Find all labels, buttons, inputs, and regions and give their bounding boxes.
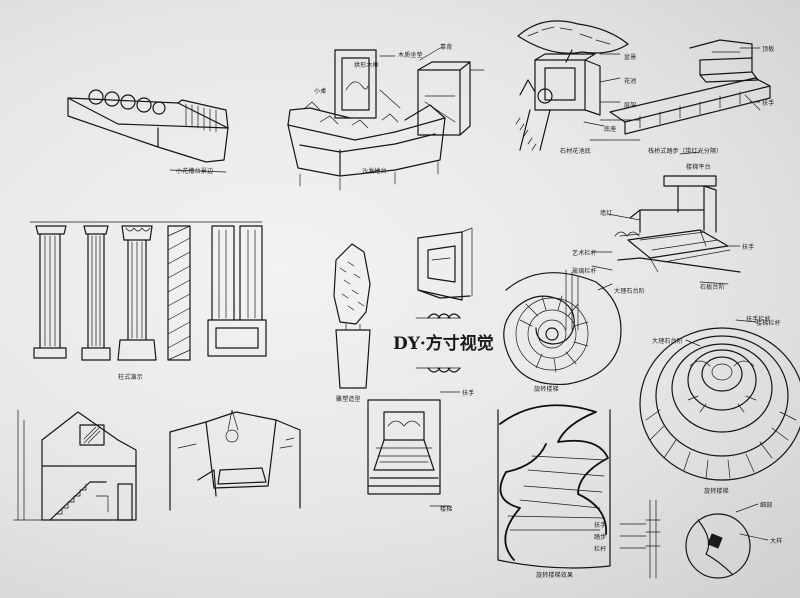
label-stair-rail: 楼梯栏杆 [756,320,781,327]
label-sofa-base: 沙发地台 [362,168,387,175]
corridor-steps-sketch [367,399,441,495]
bridge-step-sketch [609,39,771,135]
label-wood-sofa: 木质坐垫 [398,52,423,59]
label-stair-detail: 楼梯 [440,506,453,513]
bonsai-planter-sketch [515,20,641,151]
label-backrest: 靠背 [440,44,453,51]
label-spiral-plan: 旋转楼梯 [534,386,559,393]
label-handrail-detail: 扶手 [462,390,475,397]
label-rail-2: 扶手 [742,244,755,251]
gable-section-sketch [13,409,137,521]
label-sculpture: 雕塑造型 [336,396,361,403]
label-arch-frame: 拱形木框 [354,62,379,69]
label-side-shelf: 层架 [624,102,637,109]
label-note-b: 踏步 [594,534,607,541]
watermark-leaves [415,313,461,373]
label-spiral-elev-top: 扶手栏杆 [746,316,771,323]
label-note-d: 细部 [760,502,773,509]
label-glass-rail: 玻璃栏杆 [572,268,597,275]
sofa-corner-sketch [287,49,471,191]
label-column-styles: 柱式演示 [118,374,143,381]
watermark-text: DY·方寸视觉 [393,334,494,354]
label-spiral-top: 大理石台阶 [614,288,646,295]
sculpture-sketch [333,243,371,389]
room-perspective-sketch [169,409,301,511]
curved-stair-sketch [497,404,611,569]
handrail-detail-sketch [619,499,769,579]
label-bridge-step: 栈桥式踏步（带灯光分隔） [648,148,723,155]
label-spiral-elev: 旋转楼梯 [704,488,729,495]
label-mount: 底座 [604,126,617,133]
label-stair-landing: 楼梯平台 [686,164,711,171]
label-plant-box: 花池 [624,78,637,85]
label-planter-bench: 小花槽台景边 [176,168,214,175]
label-curved-stair: 旋转楼梯效果 [536,572,574,579]
label-top-panel: 顶板 [762,46,775,53]
label-stone-planter: 石材花池底 [560,148,592,155]
leader-lines [359,47,761,507]
label-note-c: 栏杆 [594,546,607,553]
label-ornament-rail: 艺术栏杆 [572,250,597,257]
spiral-stair-plan [503,269,622,386]
label-step-tread: 石板台阶 [700,284,725,291]
label-marble-step: 大理石台阶 [652,338,684,345]
label-note-e: 大样 [770,538,783,545]
stair-landing-sketch [614,175,741,273]
columns-sketch [29,221,267,361]
planter-bench-sketch [67,89,229,173]
label-bonsai-tray: 盆景 [624,54,637,61]
label-note-a: 扶手 [594,522,607,529]
label-wall-lamp: 墙灯 [600,210,613,217]
spiral-stair-top-view [639,327,800,481]
label-rail: 扶手 [762,100,775,107]
label-side-table: 小桌 [314,88,327,95]
wall-niche-sketch [417,227,473,301]
